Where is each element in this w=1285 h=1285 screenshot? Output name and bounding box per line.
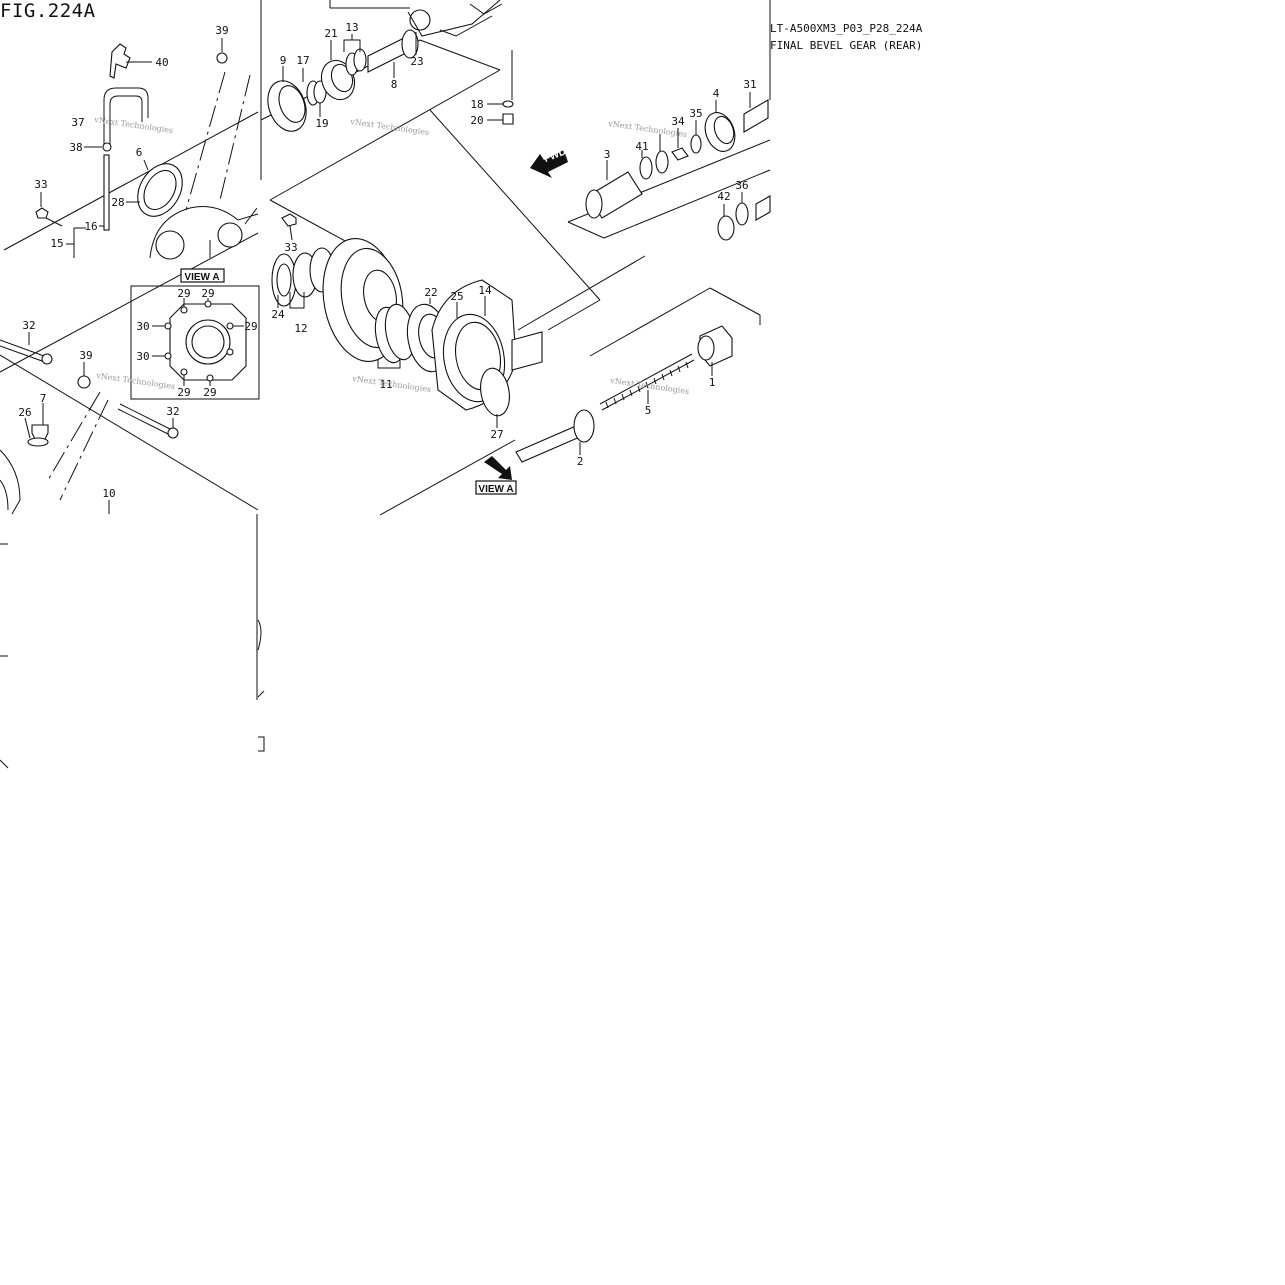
callout-2: 2	[577, 455, 584, 468]
callout-13: 13	[345, 21, 358, 34]
callout-34: 34	[671, 115, 685, 128]
callout-40: 40	[155, 56, 168, 69]
part-2-shaft	[515, 425, 583, 463]
callout-12: 12	[294, 322, 307, 335]
callout-36: 36	[735, 179, 748, 192]
callout-30b: 30	[136, 350, 149, 363]
callout-29c: 29	[244, 320, 257, 333]
callout-29a: 29	[177, 287, 190, 300]
callout-7: 7	[40, 392, 47, 405]
callout-5: 5	[645, 404, 652, 417]
part-37-hose	[103, 87, 149, 150]
callout-8: 8	[391, 78, 398, 91]
figure-title: FIG.224A	[0, 0, 96, 22]
callout-17: 17	[296, 54, 309, 67]
callout-29e: 29	[203, 386, 216, 399]
callout-4: 4	[713, 87, 720, 100]
callout-30a: 30	[136, 320, 149, 333]
fwd-arrow-icon	[530, 150, 568, 178]
callout-39a: 39	[215, 24, 228, 37]
callout-6: 6	[136, 146, 143, 159]
callout-35: 35	[689, 107, 702, 120]
callout-32a: 32	[22, 319, 35, 332]
callout-10: 10	[102, 487, 115, 500]
callout-31: 31	[743, 78, 756, 91]
lower-strip	[0, 514, 265, 769]
view-a-inset: VIEW A	[130, 268, 260, 400]
callout-33a: 33	[34, 178, 47, 191]
callout-29d: 29	[177, 386, 190, 399]
callout-38: 38	[69, 141, 82, 154]
callout-23: 23	[410, 55, 423, 68]
center-panel: VIEW A	[260, 0, 771, 516]
callout-24: 24	[271, 308, 285, 321]
watermark-4: vNext Technologies	[95, 371, 176, 391]
callout-28: 28	[111, 196, 124, 209]
callout-41: 41	[635, 140, 648, 153]
watermark-5: vNext Technologies	[351, 374, 432, 394]
callout-11: 11	[379, 378, 392, 391]
callout-14: 14	[478, 284, 492, 297]
figure-code: LT-A500XM3_P03_P28_224A	[770, 22, 923, 35]
right-panel: FWD	[530, 92, 771, 241]
callout-27: 27	[490, 428, 503, 441]
left-panel	[0, 38, 259, 515]
callout-3: 3	[604, 148, 611, 161]
callout-29b: 29	[201, 287, 214, 300]
callout-20: 20	[470, 114, 483, 127]
callout-33b: 33	[284, 241, 297, 254]
part-40-clip	[109, 43, 131, 79]
callout-32b: 32	[166, 405, 179, 418]
callout-9: 9	[280, 54, 287, 67]
callout-16: 16	[84, 220, 97, 233]
callout-18: 18	[470, 98, 483, 111]
callouts: 1 2 3 4 5 6 7 8 9 10 11 12 13 14 15 16 1…	[18, 21, 756, 500]
callout-21: 21	[324, 27, 337, 40]
callout-39b: 39	[79, 349, 92, 362]
watermark-1: vNext Technologies	[93, 115, 174, 135]
watermark-2: vNext Technologies	[349, 117, 430, 137]
callout-26: 26	[18, 406, 31, 419]
callout-42: 42	[717, 190, 730, 203]
figure-name: FINAL BEVEL GEAR (REAR)	[770, 39, 923, 52]
callout-1: 1	[709, 376, 716, 389]
callout-19: 19	[315, 117, 328, 130]
view-a-arrow-label: VIEW A	[478, 484, 513, 495]
callout-37: 37	[71, 116, 84, 129]
callout-25: 25	[450, 290, 463, 303]
view-a-inset-label: VIEW A	[184, 272, 219, 283]
callout-15: 15	[50, 237, 63, 250]
callout-22: 22	[424, 286, 437, 299]
